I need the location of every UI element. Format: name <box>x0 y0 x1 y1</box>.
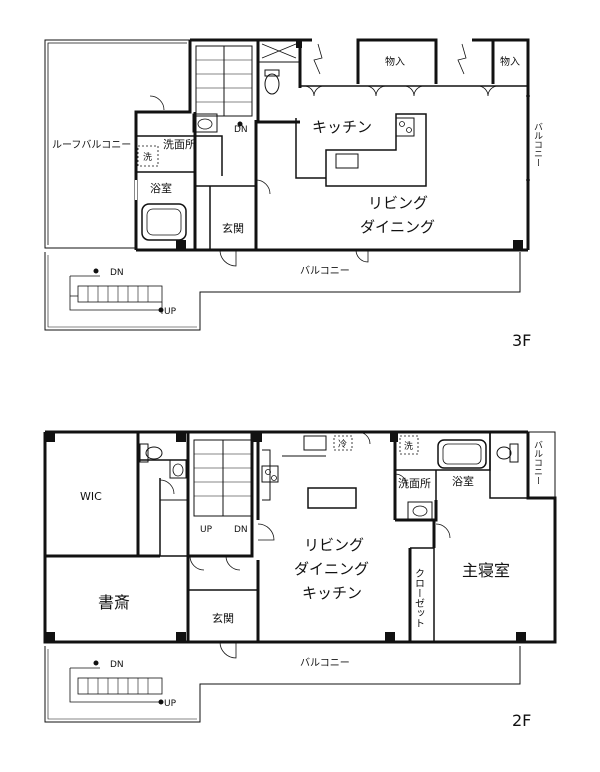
f2-closet-label: クローゼット <box>413 568 425 628</box>
floor-3f <box>44 38 530 331</box>
f3-kitchen-label: キッチン <box>312 118 372 136</box>
f3-ext-down-label: DN <box>110 268 124 278</box>
f2-stair-up-label: UP <box>200 525 213 535</box>
f2-floor-label: 2F <box>512 711 531 730</box>
f3-balcony-right-label: バルコニー <box>532 122 543 167</box>
f3-stair-down-label: DN <box>234 125 248 135</box>
f2-washer-label: 洗 <box>404 440 413 452</box>
f3-living-label-1: リビング <box>368 194 428 212</box>
f2-ext-down-label: DN <box>110 660 124 670</box>
f2-washroom-label: 洗面所 <box>398 477 431 490</box>
f2-living-label-3: キッチン <box>302 584 362 602</box>
f2-living-label-2: ダイニング <box>294 560 369 578</box>
f2-ext-up-label: UP <box>164 699 177 709</box>
f2-entrance-label: 玄関 <box>212 611 234 625</box>
f3-ext-up-label: UP <box>164 307 177 317</box>
f2-bathroom-label: 浴室 <box>452 474 474 488</box>
f2-study-label: 書斎 <box>98 593 130 612</box>
f2-fridge-label: 冷 <box>338 438 347 450</box>
f3-washroom-label: 洗面所 <box>163 138 196 151</box>
f3-roof-balcony-label: ルーフバルコニー <box>52 139 131 151</box>
f2-balcony-bottom-label: バルコニー <box>300 657 350 669</box>
f3-storage-1-label: 物入 <box>385 55 405 68</box>
f3-bathroom-label: 浴室 <box>150 181 172 195</box>
f3-washer-label: 洗 <box>143 151 152 163</box>
f3-entrance-label: 玄関 <box>222 221 244 235</box>
f3-living-label-2: ダイニング <box>360 218 435 236</box>
f3-balcony-bottom-label: バルコニー <box>300 265 350 277</box>
f2-wic-label: WIC <box>80 490 102 503</box>
floor-2f <box>43 430 557 723</box>
f2-balcony-side-label: バルコニー <box>532 440 543 485</box>
f2-master-bedroom-label: 主寝室 <box>462 561 510 580</box>
f3-storage-2-label: 物入 <box>500 55 520 68</box>
f2-living-label-1: リビング <box>304 536 364 554</box>
f2-stair-down-label: DN <box>234 525 248 535</box>
f3-floor-label: 3F <box>512 331 531 350</box>
